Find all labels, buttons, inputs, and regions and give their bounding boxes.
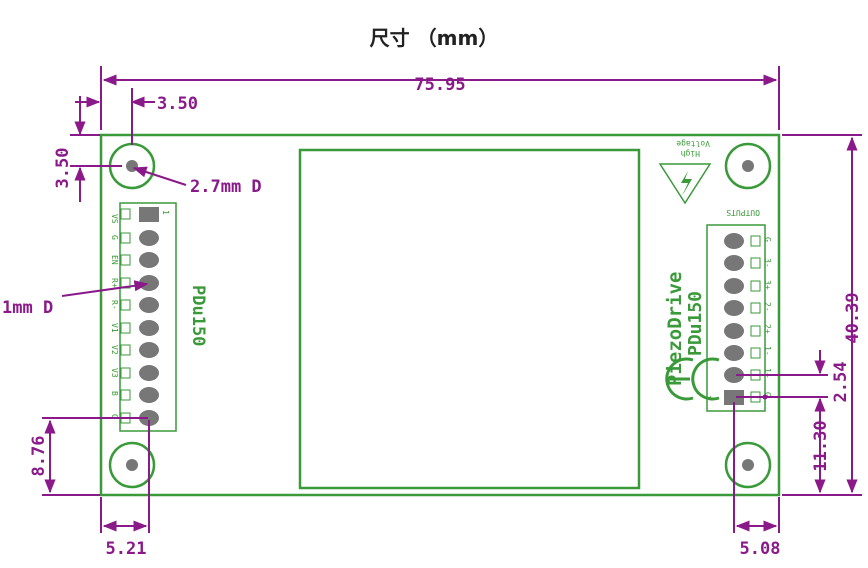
dim-pin-pitch: 2.54 [831,362,851,403]
right-pin-label: G [763,237,772,242]
dim-left-header-offset-x: 5.21 [106,539,147,559]
right-header [706,224,766,412]
left-pin-label: V3 [110,368,119,378]
right-pin-label: 3+ [763,280,772,290]
left-pin-label: G [110,414,119,419]
dim-hole-offset-y: 3.50 [53,148,73,189]
left-pin-label: EN [110,255,119,265]
right-pin-label: 2+ [763,324,772,334]
high-voltage-warning-icon [658,163,712,205]
left-pin-labels: VS G EN R+ R- V1 V2 V3 B G [110,214,119,419]
dim-width: 75.95 [414,75,465,95]
outputs-label: OUTPUTS [726,208,760,217]
dim-left-header-offset-y: 8.76 [29,436,49,477]
left-pin-label: VS [110,214,119,224]
right-pin-label: G [763,392,772,397]
dim-right-header-offset-x: 5.08 [740,539,781,559]
pin1-marker-left: 1 [161,210,170,215]
dim-right-header-offset-y: 11.30 [811,420,831,471]
left-header-pins [120,207,159,426]
left-pin-label: V2 [110,345,119,355]
right-board-label-model: PDu150 [685,291,706,356]
mounting-hole-bottom-right [724,441,772,489]
hv-label-voltage: Voltage [676,139,710,148]
left-board-label: PDu150 [188,285,208,346]
dim-hole-diameter: 2.7mm D [190,177,262,197]
central-module [298,148,641,490]
right-pin-label: 3- [763,258,772,268]
dim-height: 40.39 [843,292,863,343]
left-pin-label: G [110,235,119,240]
left-pin-label: B [110,391,119,396]
right-pin-labels: G 3- 3+ 2- 2+ 1- 1+ G [763,237,772,397]
dim-pin-diameter: 1mm D [2,298,53,318]
pcb-outline [99,133,781,497]
page-title: 尺寸 （mm） [369,26,499,50]
right-pin-label: 1- [763,346,772,356]
right-pin-label: 1+ [763,368,772,378]
hv-label-high: High [681,149,700,158]
mounting-hole-bottom-left [108,441,156,489]
ce-mark-icon [665,357,720,401]
dim-hole-offset-x: 3.50 [157,94,198,114]
right-board-label-brand: PiezoDrive [664,272,686,386]
left-pin-label: R- [110,300,119,310]
right-pin-label: 2- [763,302,772,312]
mounting-hole-top-right [724,142,772,190]
right-header-pins [724,233,761,405]
left-pin-label: V1 [110,323,119,333]
left-pin-label: R+ [110,278,119,288]
